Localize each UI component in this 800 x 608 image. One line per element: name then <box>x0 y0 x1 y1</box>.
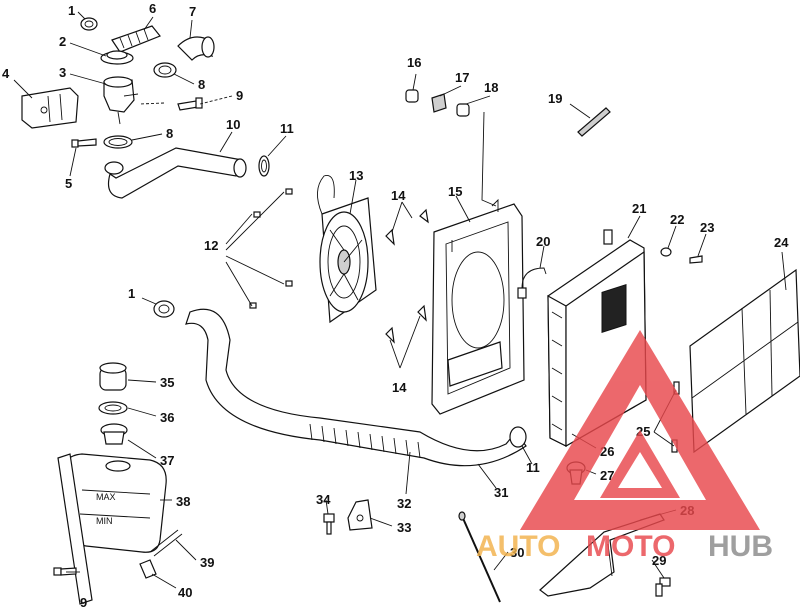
watermark-hub: HUB <box>708 530 773 563</box>
watermark-moto: MOTO <box>586 530 675 563</box>
screw-part-5 <box>71 138 97 148</box>
sensor-part-20 <box>517 267 547 299</box>
leader-lines <box>13 11 787 589</box>
clamp-part-1-lower <box>153 300 175 318</box>
label-14-lower: 14 <box>392 380 407 395</box>
tube-part-39 <box>149 529 183 557</box>
label-17: 17 <box>455 70 469 85</box>
watermark-logo: AUTO MOTO HUB <box>476 330 773 563</box>
label-8-top: 8 <box>198 77 205 92</box>
label-1-lower: 1 <box>128 286 135 301</box>
label-21: 21 <box>632 201 646 216</box>
fitting-part-40 <box>139 559 157 579</box>
tank-bracket <box>57 453 93 605</box>
filler-neck-part-3 <box>103 76 139 125</box>
gasket-part-36 <box>98 401 128 415</box>
hose-elbow-part-7 <box>177 36 215 61</box>
label-6: 6 <box>149 1 156 16</box>
clamp-part-8-top <box>153 62 177 78</box>
fasteners-part-12 <box>249 188 293 309</box>
label-37: 37 <box>160 453 174 468</box>
label-20: 20 <box>536 234 550 249</box>
screw-part-9-top <box>177 97 203 111</box>
label-40: 40 <box>178 585 192 600</box>
label-34: 34 <box>316 492 331 507</box>
label-39: 39 <box>200 555 214 570</box>
radiator-cap-part-2 <box>100 50 134 65</box>
strip-part-19 <box>577 107 611 137</box>
label-31: 31 <box>494 485 508 500</box>
bracket-part-4 <box>21 87 79 129</box>
label-3: 3 <box>59 65 66 80</box>
label-32: 32 <box>397 496 411 511</box>
clamp-part-11-lower <box>509 426 527 448</box>
label-18: 18 <box>484 80 498 95</box>
label-14-top: 14 <box>391 188 406 203</box>
label-23: 23 <box>700 220 714 235</box>
label-36: 36 <box>160 410 174 425</box>
shroud-part-15 <box>431 198 525 415</box>
label-5: 5 <box>65 176 72 191</box>
tank-max-mark: MAX <box>96 492 116 502</box>
dipstick-part-30 <box>458 511 501 603</box>
label-15: 15 <box>448 184 462 199</box>
hose-parts-31-32 <box>185 308 527 467</box>
fasteners-parts-22-23 <box>660 247 703 264</box>
bolt-part-29 <box>655 577 671 597</box>
label-7: 7 <box>189 4 196 19</box>
inner-triangle-icon <box>600 430 680 498</box>
label-1-top: 1 <box>68 3 75 18</box>
label-19: 19 <box>548 91 562 106</box>
label-38: 38 <box>176 494 190 509</box>
label-16: 16 <box>407 55 421 70</box>
tank-min-mark: MIN <box>96 516 113 526</box>
label-8-mid: 8 <box>166 126 173 141</box>
fan-part-13 <box>317 175 377 324</box>
label-11-top: 11 <box>280 121 294 136</box>
label-35: 35 <box>160 375 174 390</box>
bushings-parts-16-18 <box>405 89 470 117</box>
clamp-part-8-mid <box>103 135 133 149</box>
screw-part-9-lower <box>53 567 77 576</box>
label-11-lower: 11 <box>526 460 540 475</box>
clamp-part-11-top <box>258 155 270 177</box>
label-2: 2 <box>59 34 66 49</box>
warning-triangle-icon <box>520 330 760 530</box>
clips-part-14 <box>385 208 429 344</box>
label-4: 4 <box>2 66 10 81</box>
label-9-top: 9 <box>236 88 243 103</box>
bolt-part-34 <box>323 513 335 535</box>
label-13: 13 <box>349 168 363 183</box>
label-27: 27 <box>600 468 614 483</box>
label-29: 29 <box>652 553 666 568</box>
screen-part-24 <box>689 268 800 454</box>
clamp-part-1-top <box>80 17 98 31</box>
label-24: 24 <box>774 235 789 250</box>
label-22: 22 <box>670 212 684 227</box>
tank-part-38: MAX MIN <box>64 453 167 553</box>
label-12: 12 <box>204 238 218 253</box>
label-10: 10 <box>226 117 240 132</box>
bracket-part-33 <box>347 499 373 531</box>
label-9-lower: 9 <box>80 595 87 608</box>
tank-cap-part-35 <box>99 362 127 391</box>
label-33: 33 <box>397 520 411 535</box>
hose-part-10 <box>104 147 247 199</box>
label-30: 30 <box>510 545 524 560</box>
neck-part-37 <box>100 423 128 445</box>
hose-part-6 <box>111 25 161 53</box>
watermark-auto: AUTO <box>476 530 560 563</box>
